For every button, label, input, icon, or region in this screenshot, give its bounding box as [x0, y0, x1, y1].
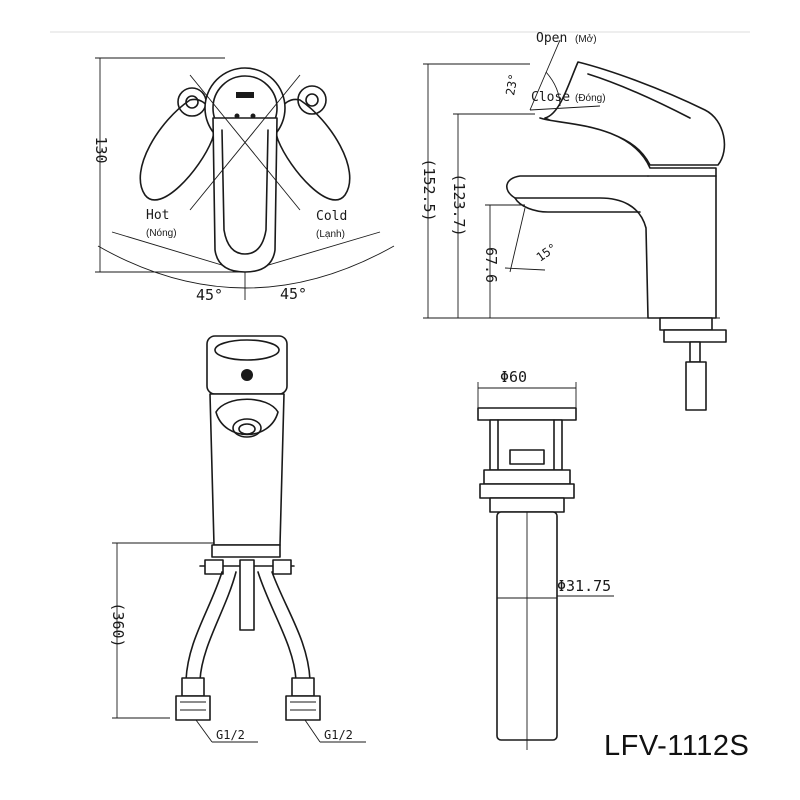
pipe-diameter-label: Φ31.75 — [557, 577, 611, 595]
lever-angle-label: 23° — [503, 73, 521, 97]
side-view: (152.5) (123.7) 67.6 23° Open (Mở) Close… — [420, 31, 727, 411]
hot-label: Hot — [146, 208, 169, 223]
hot-sub-label: (Nóng) — [146, 228, 177, 239]
thread-left-label: G1/2 — [216, 728, 245, 742]
open-sub-label: (Mở) — [575, 33, 597, 45]
front-view: (360) G1/2 G1/2 — [109, 335, 366, 743]
body-height-label: (123.7) — [450, 173, 468, 236]
height-130-label: 130 — [92, 136, 110, 163]
open-label: Open — [536, 31, 567, 46]
thread-right-label: G1/2 — [324, 728, 353, 742]
cold-sub-label: (Lạnh) — [316, 229, 345, 240]
cold-label: Cold — [316, 209, 347, 224]
hose-length-label: (360) — [109, 602, 127, 647]
total-height-label: (152.5) — [420, 158, 438, 221]
model-number: LFV-1112S — [604, 730, 750, 762]
drain-view: Φ60 Φ31.75 — [477, 368, 614, 750]
angle-left-label: 45° — [196, 286, 223, 304]
top-view: 130 Hot (Nóng) Cold (Lạnh) 45° 45° — [92, 57, 395, 304]
angle-right-label: 45° — [280, 285, 307, 303]
close-label: Close — [531, 90, 570, 105]
close-sub-label: (Đóng) — [575, 93, 606, 104]
cap-diameter-label: Φ60 — [500, 368, 527, 386]
spout-angle-label: 15° — [534, 241, 560, 265]
spout-height-label: 67.6 — [482, 247, 500, 283]
